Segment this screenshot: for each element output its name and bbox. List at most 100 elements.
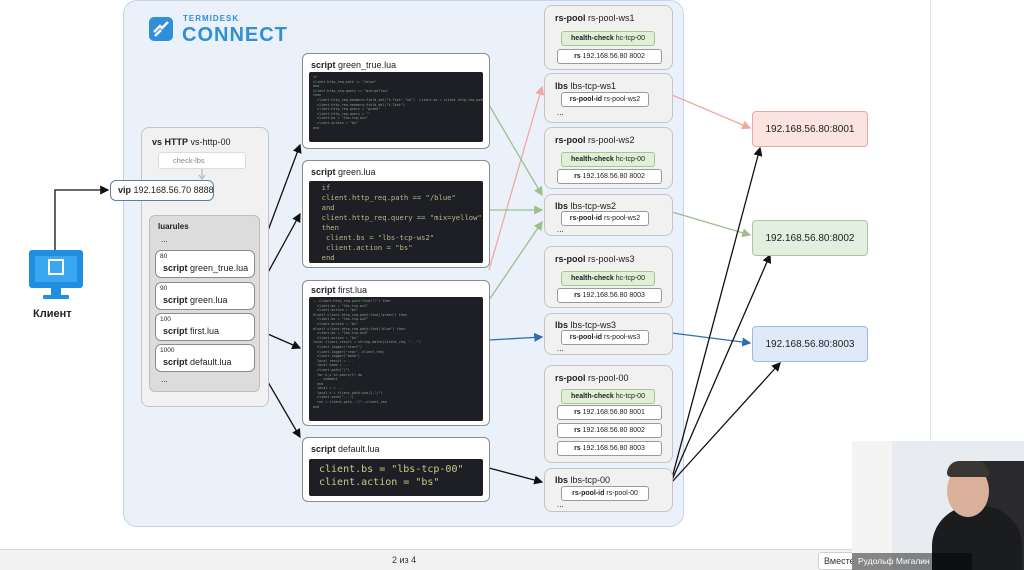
script-title: script first.lua [311, 285, 368, 295]
logo-title: CONNECT [182, 24, 288, 46]
code-line: client.action = "bs" [319, 477, 440, 488]
speaker-body [932, 506, 1022, 570]
check-lbs-box: check-lbs [158, 152, 246, 169]
code-line: client.bs = "lbs-tcp-ws1" [313, 116, 369, 121]
lbs-dots: ... [557, 344, 564, 353]
script-title: script green_true.lua [311, 60, 397, 70]
lbs-title: lbs lbs-tcp-00 [555, 475, 611, 485]
lbs-title: lbs lbs-tcp-ws1 [555, 81, 617, 91]
code-line: client.bs = "lbs-tcp-ws2" [313, 317, 369, 322]
rs-chip: rs 192.168.56.80 8003 [557, 441, 662, 456]
rs-pool-ws1-box: rs-pool rs-pool-ws1 health-check hc-tcp-… [544, 5, 673, 70]
rule-script: script green.lua [163, 295, 228, 305]
code-line: end [313, 404, 320, 409]
lbs-tcp-00-box: lbs lbs-tcp-00 rs-pool-id rs-pool-00 ... [544, 468, 673, 512]
rule-priority: 100 [160, 316, 171, 323]
vip-box: vip 192.168.56.70 8888 [110, 180, 214, 201]
code-line: then [313, 93, 322, 98]
health-check-chip: health-check hc-tcp-00 [561, 31, 655, 46]
code-line: local x = client.path:sub(1,"/") [313, 390, 383, 395]
together-button-label: Вместе [824, 556, 855, 566]
code-line: client.http_req.query = "green" [313, 107, 381, 112]
luarules-dots-bottom: ... [161, 375, 168, 384]
rule-first: 100 script first.lua [155, 313, 255, 341]
termidesk-logo-icon [149, 17, 173, 41]
server-8002: 192.168.56.80:8002 [752, 220, 868, 256]
lbs-dots: ... [557, 500, 564, 509]
script-green-true-box: script green_true.lua if client.http_req… [302, 53, 490, 149]
speaker-hair [947, 461, 989, 477]
code-line: client.logger("done") [313, 354, 360, 359]
vs-http-title: vs HTTP vs-http-00 [152, 137, 231, 147]
luarules-title: luarules [158, 222, 189, 231]
code-line: for k,v in pairs(t) do [313, 372, 362, 377]
rule-script: script first.lua [163, 326, 220, 336]
code-line: local name = ... [313, 363, 350, 368]
code-line: and [313, 84, 320, 89]
rs-pool-title: rs-pool rs-pool-00 [555, 373, 629, 383]
code-line: client.action = "bs" [313, 308, 358, 313]
code-line: -- client.http_req.path:find("/") then [313, 299, 391, 303]
code-line: client.bs = "lbs-tcp-ws2" [313, 233, 435, 242]
code-line: client.bs = "lbs-tcp-00" [319, 464, 464, 475]
lbs-tcp-ws2-box: lbs lbs-tcp-ws2 rs-pool-id rs-pool-ws2 .… [544, 194, 673, 236]
code-line: and [313, 203, 335, 212]
code-line: end [313, 125, 320, 130]
code-line: client.http_req.query == "mix=yellow" [313, 88, 389, 93]
page-indicator: 2 из 4 [392, 555, 417, 565]
code-line: local result = ... [313, 358, 354, 363]
code-line: local r = ... [313, 386, 344, 391]
code-line: end [313, 253, 335, 262]
health-check-chip: health-check hc-tcp-00 [561, 389, 655, 404]
rule-priority: 90 [160, 285, 168, 292]
code-line: client.http_req.headers:field_set("X-Tes… [313, 97, 483, 102]
rule-priority: 1000 [160, 347, 175, 354]
code-block: client.bs = "lbs-tcp-00" client.action =… [309, 459, 483, 496]
rs-chip: rs 192.168.56.80 8002 [557, 49, 662, 64]
rule-green: 90 script green.lua [155, 282, 255, 310]
code-line: elseif client.http_req.path:find("green"… [313, 312, 407, 317]
rs-pool-id-chip: rs-pool-id rs-pool-ws2 [561, 211, 649, 226]
speaker-name: Рудольф Мигалин [858, 556, 930, 566]
vip-label: vip 192.168.56.70 8888 [118, 185, 214, 195]
lbs-dots: ... [557, 108, 564, 117]
rule-green-true: 80 script green_true.lua [155, 250, 255, 278]
page-separator [930, 0, 931, 548]
code-line: client.path("/") [313, 367, 350, 372]
check-lbs-label: check-lbs [173, 156, 205, 165]
lbs-title: lbs lbs-tcp-ws2 [555, 201, 617, 211]
script-default-box: script default.lua client.bs = "lbs-tcp-… [302, 437, 490, 502]
health-check-chip: health-check hc-tcp-00 [561, 271, 655, 286]
client-monitor-icon [29, 250, 83, 307]
code-line: client.bs = "lbs-tcp-ws1" [313, 303, 369, 308]
script-first-box: script first.lua -- client.http_req.path… [302, 280, 490, 426]
code-line: if [313, 75, 318, 79]
luarules-dots-top: ... [161, 235, 168, 244]
rs-pool-title: rs-pool rs-pool-ws3 [555, 254, 635, 264]
rs-chip: rs 192.168.56.80 8002 [557, 423, 662, 438]
script-title: script default.lua [311, 444, 380, 454]
logo-subtitle: TERMIDESK [183, 14, 240, 23]
lbs-tcp-ws3-box: lbs lbs-tcp-ws3 rs-pool-id rs-pool-ws3 .… [544, 313, 673, 355]
rs-pool-ws3-box: rs-pool rs-pool-ws3 health-check hc-tcp-… [544, 246, 673, 308]
code-line: -- comment [313, 377, 338, 382]
code-line: res = client.path.."/"..client_req [313, 400, 387, 405]
code-line: client.logger("start") [313, 344, 362, 349]
code-line: client.http_req.query == "mix=yellow" [313, 213, 482, 222]
health-check-chip: health-check hc-tcp-00 [561, 152, 655, 167]
code-line: if [313, 183, 331, 192]
code-line: local client_result = string.match(clien… [313, 340, 422, 345]
presentation-toolbar: 2 из 4 [0, 549, 1024, 570]
lbs-dots: ... [557, 225, 564, 234]
code-line: client.http_req.headers:field_del("X-Tes… [313, 102, 405, 107]
rs-pool-title: rs-pool rs-pool-ws1 [555, 13, 635, 23]
rule-default: 1000 script default.lua [155, 344, 255, 372]
lbs-title: lbs lbs-tcp-ws3 [555, 320, 617, 330]
rs-pool-id-chip: rs-pool-id rs-pool-00 [561, 486, 649, 501]
server-8001: 192.168.56.80:8001 [752, 111, 868, 147]
lbs-tcp-ws1-box: lbs lbs-tcp-ws1 rs-pool-id rs-pool-ws2 .… [544, 73, 673, 123]
webcam-background-wall [852, 441, 892, 570]
check-lbs-arrow [198, 169, 206, 180]
rs-pool-ws2-box: rs-pool rs-pool-ws2 health-check hc-tcp-… [544, 127, 673, 189]
code-line: client.action = "bs" [313, 335, 358, 340]
